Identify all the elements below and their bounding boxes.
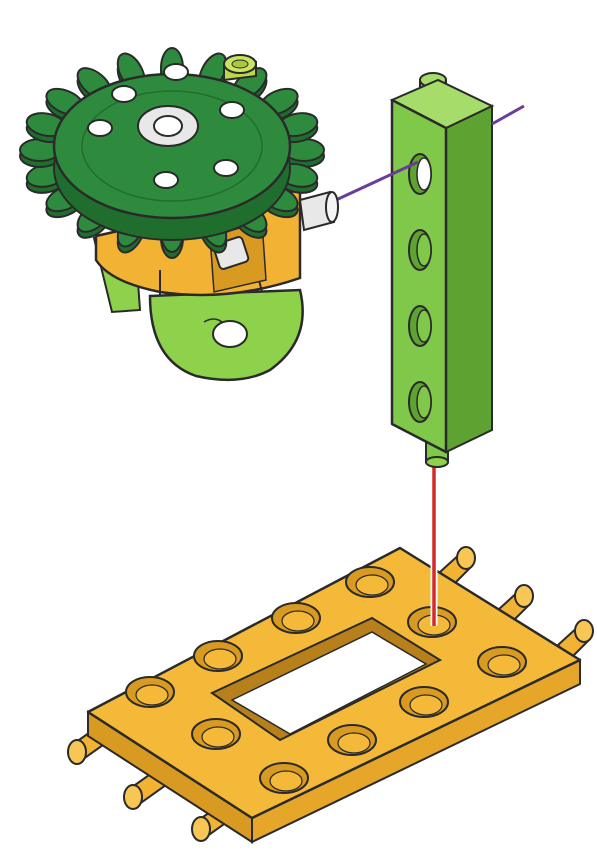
plate-hole [270, 771, 302, 791]
connector-beam [392, 73, 492, 467]
base-plate [68, 547, 593, 842]
plate-hole [410, 695, 442, 715]
plate-hole [204, 649, 236, 669]
gear-hole [88, 120, 112, 136]
gear-hole [214, 160, 238, 176]
beam-hole [417, 234, 431, 266]
axle-pin [300, 192, 338, 230]
plate-hole [282, 611, 314, 631]
plate-hole [488, 655, 520, 675]
gear-hole [154, 172, 178, 188]
beam-hole [417, 158, 431, 190]
plate-hole [338, 733, 370, 753]
plate-hole [136, 685, 168, 705]
gear-hole [112, 86, 136, 102]
gear-peg [224, 55, 256, 80]
gear-hole [164, 64, 188, 80]
bracket-hole [213, 321, 247, 347]
beam-hole [417, 386, 431, 418]
plate-hole [356, 575, 388, 595]
plate-hole [202, 727, 234, 747]
gear-assembly [20, 48, 338, 380]
beam-hole [417, 310, 431, 342]
gear-hole [220, 102, 244, 118]
